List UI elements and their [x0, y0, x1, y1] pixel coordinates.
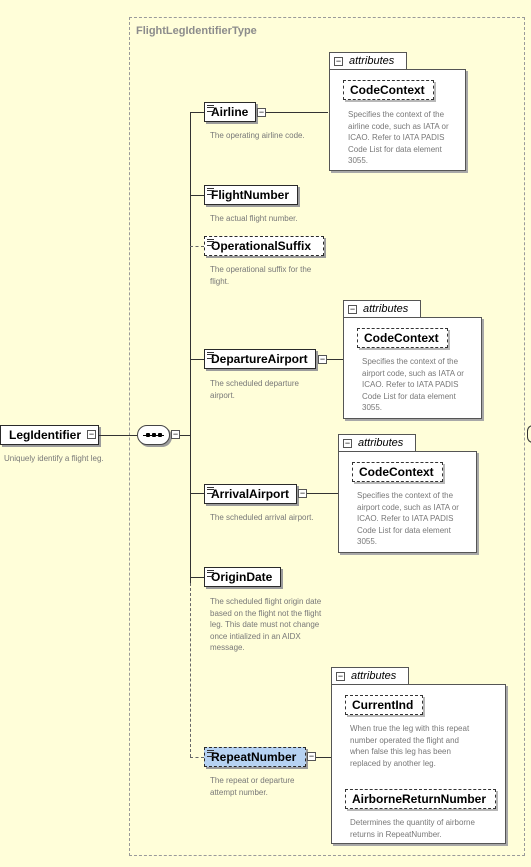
root-element[interactable]: LegIdentifier − [0, 425, 99, 445]
attribute-codecontext[interactable]: CodeContext [357, 328, 448, 348]
attribute-description: When true the leg with this repeat numbe… [350, 724, 470, 768]
attribute-codecontext[interactable]: CodeContext [352, 462, 443, 482]
sequence-compositor-icon[interactable] [137, 425, 170, 445]
collapse-toggle-icon[interactable]: − [171, 429, 180, 439]
element-label: DepartureAirport [211, 352, 308, 366]
connector [180, 435, 190, 436]
root-element-label: LegIdentifier [9, 428, 82, 442]
element-icon [207, 105, 214, 112]
collapse-toggle-icon[interactable]: − [298, 488, 307, 498]
element-description: The operating airline code. [210, 131, 305, 140]
element-description: The repeat or departure attempt number. [210, 776, 295, 797]
element-description: The scheduled arrival airport. [210, 513, 314, 522]
attribute-description: Specifies the context of the airline cod… [348, 110, 449, 165]
attribute-label: CodeContext [364, 331, 439, 345]
element-origindate[interactable]: OriginDate [204, 567, 281, 587]
connector [99, 435, 137, 436]
attributes-label: attributes [351, 670, 397, 682]
element-icon [207, 570, 214, 577]
attribute-airbornereturnnumber[interactable]: AirborneReturnNumber [345, 789, 496, 809]
attribute-label: CodeContext [350, 83, 425, 97]
root-description: Uniquely identify a flight leg. [4, 454, 104, 463]
collapse-toggle-icon[interactable]: − [87, 429, 96, 439]
element-icon [207, 487, 214, 494]
attributes-header[interactable]: − attributes [331, 667, 409, 685]
element-departureairport[interactable]: DepartureAirport [204, 349, 316, 369]
element-label: RepeatNumber [211, 750, 297, 764]
attribute-label: CurrentInd [352, 698, 414, 712]
attributes-header[interactable]: − attributes [343, 300, 421, 318]
type-title: FlightLegIdentifierType [136, 25, 257, 37]
connector [190, 246, 204, 247]
attributes-header[interactable]: − attributes [338, 434, 416, 452]
element-operationalsuffix[interactable]: OperationalSuffix [204, 236, 324, 256]
attribute-label: CodeContext [359, 465, 434, 479]
element-label: OriginDate [211, 570, 273, 584]
element-description: The scheduled flight origin date based o… [210, 597, 322, 652]
attributes-label: attributes [363, 303, 409, 315]
attribute-description: Determines the quantity of airborne retu… [350, 818, 475, 839]
attribute-description: Specifies the context of the airport cod… [357, 491, 459, 546]
attributes-header[interactable]: − attributes [329, 52, 407, 70]
type-container [129, 17, 525, 856]
connector [190, 359, 204, 360]
element-description: The scheduled departure airport. [210, 379, 299, 400]
element-icon [207, 188, 214, 195]
attribute-label: AirborneReturnNumber [352, 792, 487, 806]
element-description: The operational suffix for the flight. [210, 265, 312, 286]
element-label: ArrivalAirport [211, 487, 290, 501]
element-icon [207, 239, 214, 246]
connector [190, 493, 204, 494]
connector [190, 195, 204, 196]
connector [327, 359, 343, 360]
collapse-toggle-icon[interactable]: − [307, 751, 316, 761]
element-label: Airline [211, 105, 249, 119]
attribute-currentind[interactable]: CurrentInd [345, 695, 423, 715]
element-repeatnumber[interactable]: RepeatNumber [204, 747, 306, 767]
collapse-toggle-icon[interactable]: − [348, 304, 357, 314]
collapse-toggle-icon[interactable]: − [318, 354, 327, 364]
connector [190, 112, 204, 113]
element-flightnumber[interactable]: FlightNumber [204, 185, 298, 205]
collapse-toggle-icon[interactable]: − [257, 107, 266, 117]
connector [316, 757, 331, 758]
collapse-toggle-icon[interactable]: − [343, 438, 352, 448]
collapse-toggle-icon[interactable]: − [334, 56, 343, 66]
connector [266, 112, 328, 113]
element-label: FlightNumber [211, 188, 289, 202]
element-airline[interactable]: Airline [204, 102, 256, 122]
attributes-label: attributes [349, 55, 395, 67]
element-icon [207, 750, 214, 757]
element-label: OperationalSuffix [211, 239, 312, 253]
attribute-description: Specifies the context of the airport cod… [362, 357, 464, 412]
partial-shape [527, 425, 531, 443]
attribute-codecontext[interactable]: CodeContext [343, 80, 434, 100]
connector [190, 577, 204, 578]
element-icon [207, 352, 214, 359]
connector [190, 757, 204, 758]
connector-trunk [190, 112, 191, 583]
element-arrivalairport[interactable]: ArrivalAirport [204, 484, 297, 504]
connector [307, 493, 338, 494]
collapse-toggle-icon[interactable]: − [336, 671, 345, 681]
element-description: The actual flight number. [210, 214, 298, 223]
attributes-label: attributes [358, 437, 404, 449]
connector-trunk-optional [190, 583, 191, 757]
